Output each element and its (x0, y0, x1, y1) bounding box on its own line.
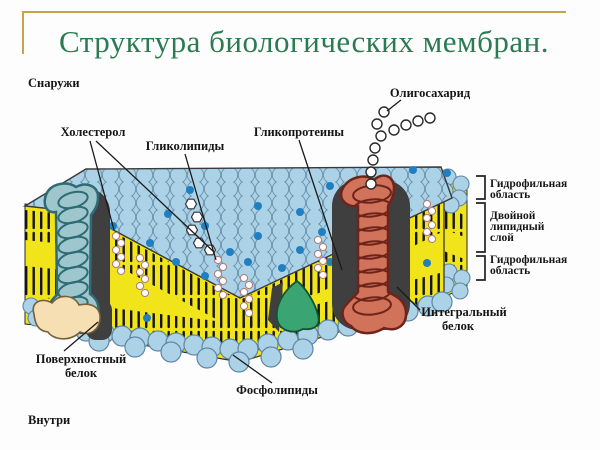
leader-cholesterol-2 (95, 140, 215, 253)
label-inside: Внутри (28, 413, 70, 427)
leader-surface-protein (63, 321, 99, 352)
peripheral-protein (32, 295, 101, 340)
label-lipid-bilayer-line3: слой (490, 232, 514, 244)
label-integral-protein-line2: белок (442, 319, 475, 333)
leader-glycoproteins (298, 139, 343, 271)
bracket-hydrophilic-bottom (476, 255, 486, 281)
label-outside: Снаружи (28, 76, 80, 90)
diagram-labels: Снаружи Внутри Холестерол Гликолипиды Гл… (28, 76, 567, 427)
leader-phospholipids (232, 354, 273, 384)
label-hydrophilic-top-line1: Гидрофильная (490, 178, 567, 190)
gold-frame-top-line (22, 11, 566, 13)
leader-glycolipids (184, 153, 217, 261)
leader-integral-protein (396, 286, 421, 311)
label-glycolipids: Гликолипиды (146, 139, 225, 153)
label-oligosaccharide: Олигосахарид (390, 86, 471, 100)
label-surface-protein-line2: белок (65, 366, 98, 380)
label-hydrophilic-bottom-line1: Гидрофильная (490, 254, 567, 266)
green-protein (275, 279, 320, 333)
slide-title: Структура биологических мембран. (59, 24, 549, 59)
leader-cholesterol-1 (89, 140, 115, 231)
gold-frame-left-line (22, 11, 24, 54)
label-lipid-bilayer-line2: липидный (490, 221, 545, 233)
glyco-dots (109, 166, 451, 322)
label-cholesterol: Холестерол (61, 125, 126, 139)
label-glycoproteins: Гликопротеины (254, 125, 344, 139)
membrane-right-cross-section (436, 168, 471, 300)
label-integral-protein-line1: Интегральный (421, 305, 506, 319)
leader-oligosaccharide (386, 99, 402, 112)
bracket-lipid-bilayer (476, 202, 486, 253)
label-surface-protein-line1: Поверхностный (36, 352, 126, 366)
region-brackets (476, 175, 486, 281)
leader-lines (63, 99, 421, 384)
label-phospholipids: Фосфолипиды (236, 383, 318, 397)
label-hydrophilic-top-line2: область (490, 189, 530, 201)
label-hydrophilic-bottom-line2: область (490, 265, 530, 277)
bracket-hydrophilic-top (476, 175, 486, 200)
label-lipid-bilayer-line1: Двойной (490, 210, 536, 222)
